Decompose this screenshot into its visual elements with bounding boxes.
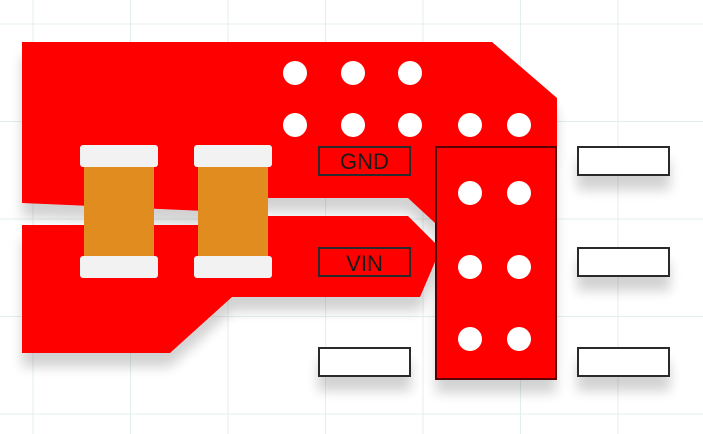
vin-label: VIN <box>346 251 383 276</box>
via-hole <box>507 255 531 279</box>
vin-pad-outline <box>318 247 411 277</box>
via-array <box>283 61 531 351</box>
capacitor-terminal <box>80 256 158 278</box>
capacitor-terminal <box>80 145 158 167</box>
gnd-pad: GND <box>318 146 411 176</box>
via-hole <box>283 61 307 85</box>
gnd-label: GND <box>340 149 389 174</box>
pad-right-middle <box>577 247 670 277</box>
gnd-pad-outline <box>318 146 411 176</box>
pad-right-top <box>577 146 670 176</box>
capacitor-terminal <box>194 145 272 167</box>
vin-pad: VIN <box>318 247 411 277</box>
pad-right-bottom <box>577 347 670 377</box>
capacitor-terminal <box>194 256 272 278</box>
capacitor-c1 <box>80 145 158 278</box>
via-hole <box>458 327 482 351</box>
via-hole <box>283 113 307 137</box>
capacitor-body <box>198 159 268 271</box>
via-hole <box>458 255 482 279</box>
via-hole <box>398 113 422 137</box>
copper-pad-outline <box>435 146 557 380</box>
via-hole <box>507 327 531 351</box>
via-hole <box>507 181 531 205</box>
capacitor-body <box>84 159 154 271</box>
via-hole <box>458 113 482 137</box>
via-hole <box>341 61 365 85</box>
via-hole <box>507 113 531 137</box>
via-hole <box>398 61 422 85</box>
copper-pad-via-array <box>436 147 556 379</box>
capacitor-c2 <box>194 145 272 278</box>
via-hole <box>458 181 482 205</box>
pad-left-bottom <box>318 347 411 377</box>
ic-pads <box>318 146 670 377</box>
via-hole <box>341 113 365 137</box>
